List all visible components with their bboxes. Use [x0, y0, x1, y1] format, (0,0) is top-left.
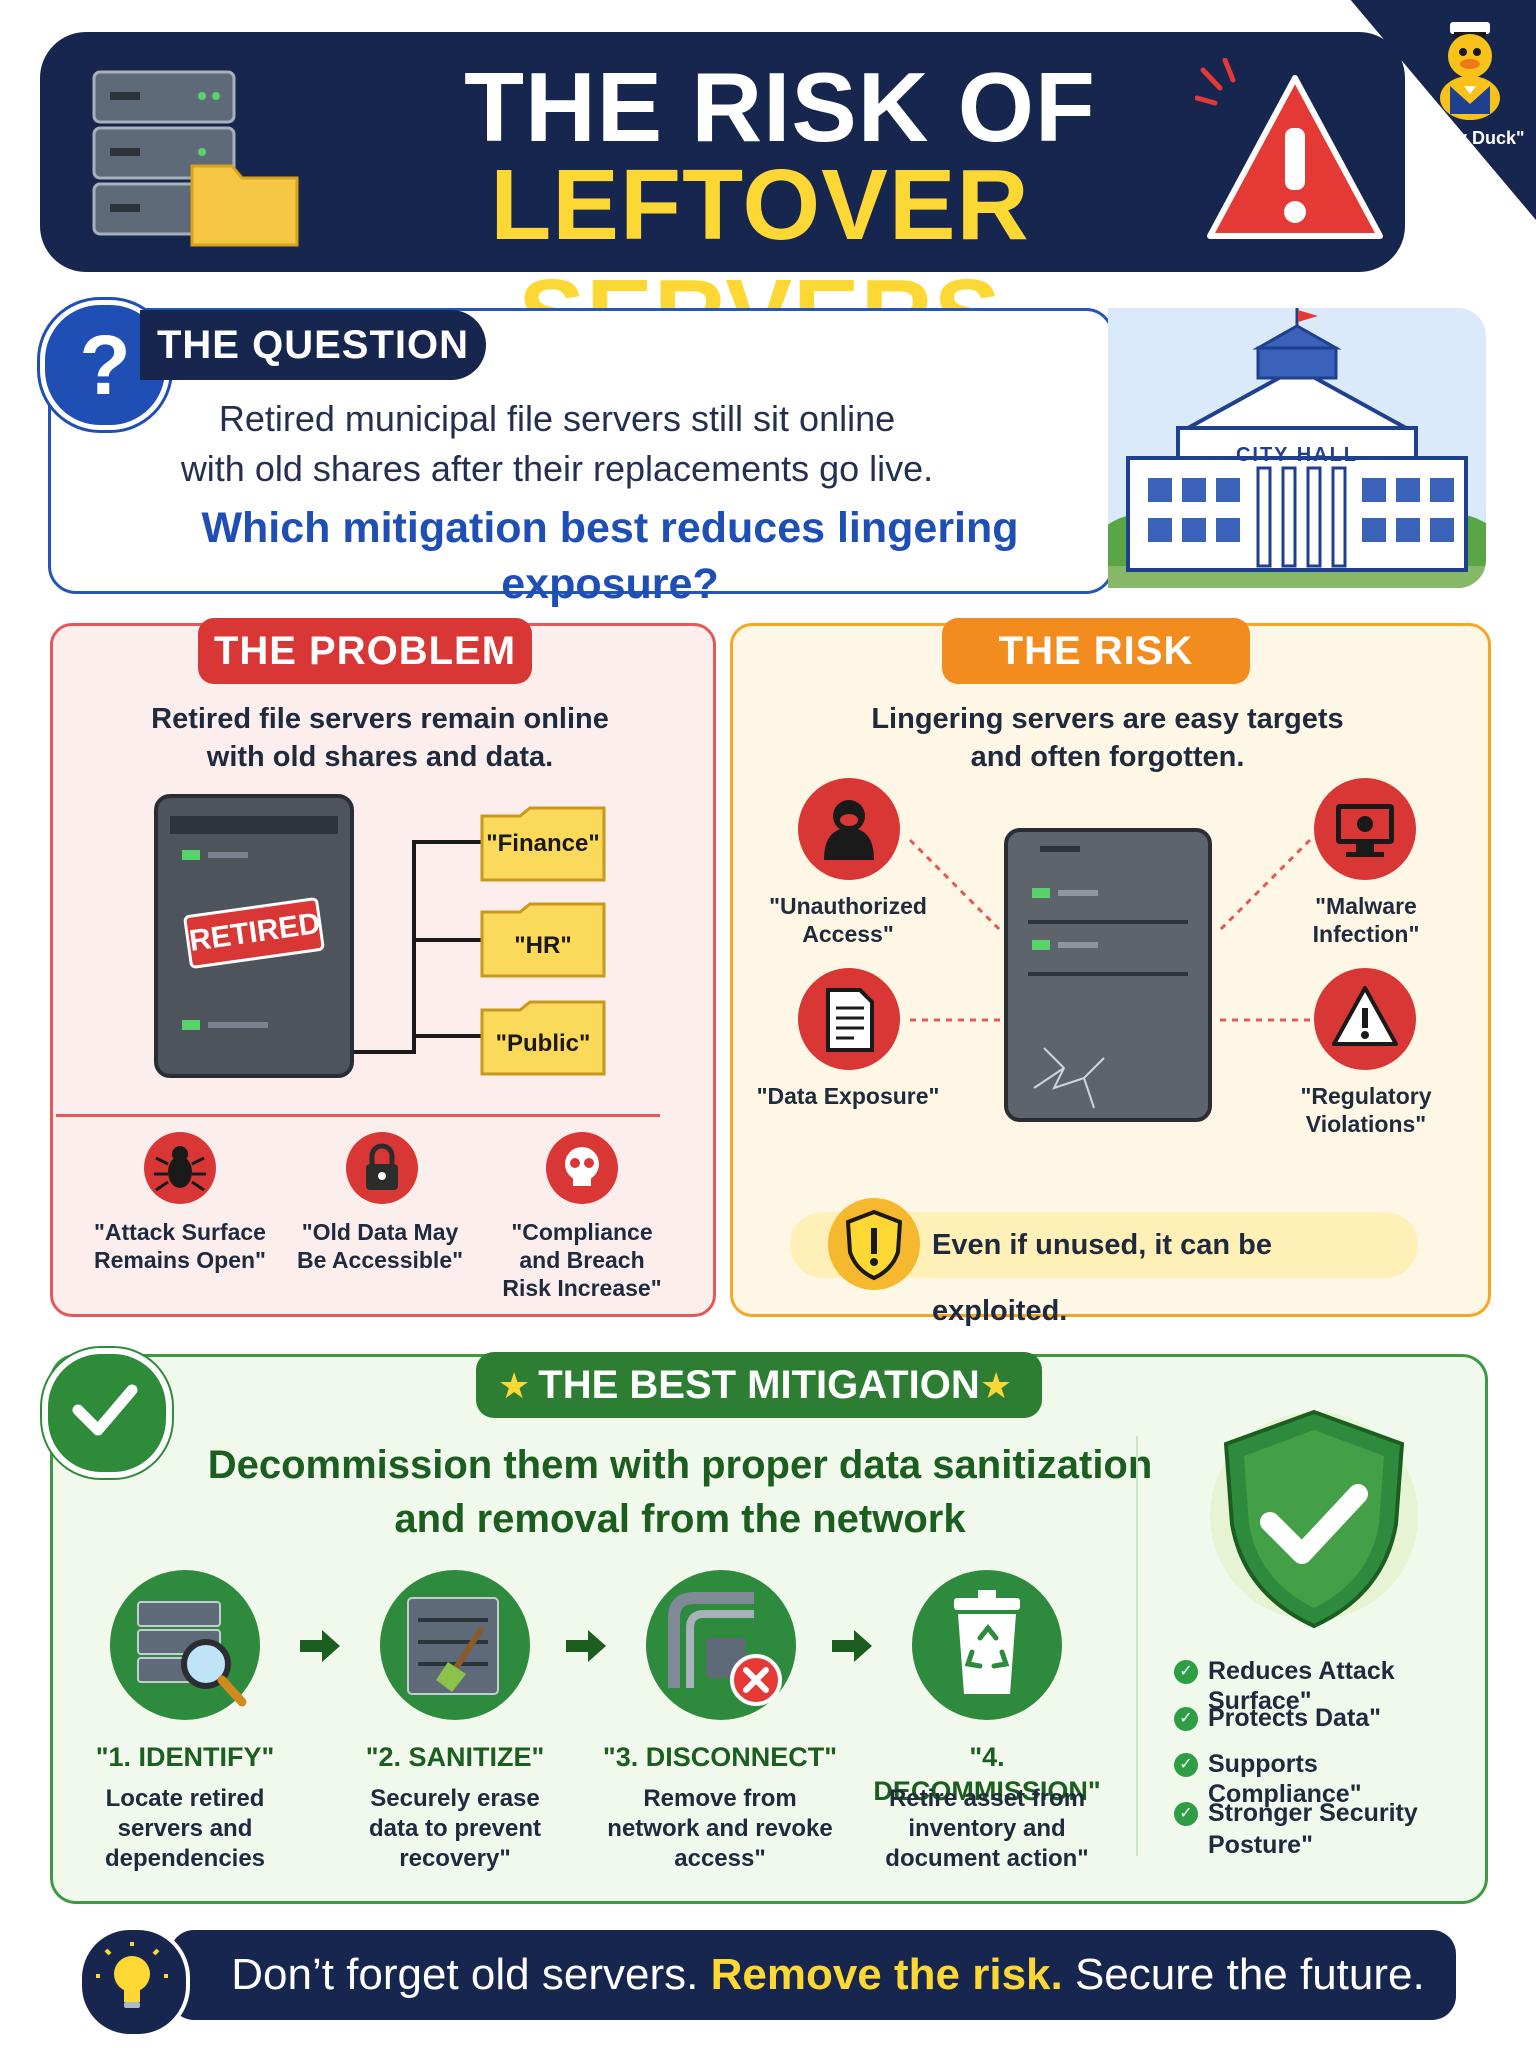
threat-1-line2: Access" [802, 921, 894, 947]
document-icon [796, 966, 902, 1072]
step-3-line3: access" [674, 1845, 766, 1872]
question-line-2: with old shares after their replacements… [180, 448, 934, 489]
warning-icon [1312, 966, 1418, 1072]
question-label-pill [140, 310, 486, 380]
arrow-icon-3 [830, 1628, 874, 1664]
problem-desc-line1: Retired file servers remain online [151, 703, 609, 735]
mascot-label: "Navy Duck" [1415, 128, 1525, 148]
star-icon-right: ★ [980, 1365, 1013, 1406]
mitigation-divider [1136, 1436, 1138, 1856]
step-1-title: "1. IDENTIFY" [95, 1742, 275, 1772]
threat-2-line2: Infection" [1312, 921, 1420, 947]
risk-desc-line2: and often forgotten. [970, 741, 1245, 773]
benefit-2-check-icon: ✓ [1174, 1707, 1198, 1731]
problem-desc-line2: with old shares and data. [206, 741, 554, 773]
lock-icon [344, 1130, 420, 1206]
lightbulb-icon [96, 1942, 168, 2014]
disconnect-icon [644, 1568, 798, 1722]
question-line-1: Retired municipal file servers still sit… [218, 398, 896, 439]
mitigation-label: THE BEST MITIGATION [538, 1363, 980, 1407]
benefit-2-text: Protects Data" [1208, 1704, 1382, 1732]
impact-2-line1: "Old Data May [301, 1219, 459, 1245]
impact-1-line2: Remains Open" [94, 1247, 266, 1273]
hacker-icon [796, 776, 902, 882]
page-title-line1: THE RISK OF [464, 52, 1096, 162]
question-prompt: Which mitigation best reduces lingering … [201, 504, 1019, 608]
threat-1-line1: "Unauthorized [769, 893, 927, 919]
problem-label: THE PROBLEM [198, 618, 532, 684]
threat-4-line1: "Regulatory [1300, 1083, 1432, 1109]
step-4-line1: Retire asset from [888, 1785, 1086, 1812]
share-connector-lines [354, 840, 484, 1080]
question-label: THE QUESTION [156, 323, 470, 367]
warning-text: Even if unused, it can be exploited. [932, 1229, 1273, 1327]
mitigation-headline-line1: Decommission them with proper data sanit… [207, 1443, 1153, 1487]
sanitize-icon [378, 1568, 532, 1722]
footer-part-3: Secure the future. [1062, 1950, 1425, 1999]
footer-part-1: Don’t forget old servers. [231, 1950, 711, 1999]
bug-icon [142, 1130, 218, 1206]
recycle-bin-icon [910, 1568, 1064, 1722]
server-rack-icon [92, 70, 302, 250]
benefit-3-check-icon: ✓ [1174, 1753, 1198, 1777]
step-1-line3: dependencies [104, 1845, 266, 1872]
arrow-icon-1 [298, 1628, 342, 1664]
benefit-1-text: Reduces Attack Surface" [1208, 1657, 1395, 1715]
impact-3-line2: and Breach [519, 1247, 645, 1273]
folder-hr-label: "HR" [514, 932, 572, 959]
folder-public-label: "Public" [495, 1030, 591, 1057]
step-4-line2: inventory and [908, 1815, 1066, 1842]
vulnerable-server-icon [1004, 828, 1212, 1122]
threat-connector-lines [900, 830, 1320, 1030]
impact-2-line2: Be Accessible" [296, 1247, 464, 1273]
identify-icon [108, 1568, 262, 1722]
city-hall-sign: CITY HALL [1235, 444, 1359, 466]
threat-3-line1: "Data Exposure" [756, 1083, 940, 1109]
skull-icon [544, 1130, 620, 1206]
shield-warning-icon [826, 1196, 922, 1292]
star-icon-left: ★ [498, 1365, 531, 1406]
step-2-line2: data to prevent [368, 1815, 542, 1842]
step-4-line3: document action" [885, 1845, 1089, 1872]
benefit-4-line1: Stronger Security [1208, 1799, 1418, 1827]
malware-icon [1312, 776, 1418, 882]
arrow-icon-2 [564, 1628, 608, 1664]
benefit-1-check-icon: ✓ [1174, 1660, 1198, 1684]
mitigation-label-pill [476, 1352, 1042, 1418]
benefit-4-check-icon: ✓ [1174, 1802, 1198, 1826]
benefit-3-text: Supports Compliance" [1208, 1750, 1362, 1808]
mitigation-headline-line2: and removal from the network [394, 1497, 966, 1541]
duck-mascot-icon [1420, 14, 1520, 124]
footer-banner [170, 1930, 1456, 2020]
footer-message: Don’t forget old servers. Remove the ris… [200, 1930, 1456, 2020]
step-2-line1: Securely erase [370, 1785, 540, 1812]
risk-label: THE RISK [942, 618, 1250, 684]
risk-desc-line1: Lingering servers are easy targets [871, 703, 1344, 735]
folder-hr-icon [480, 902, 606, 978]
impact-3-line3: Risk Increase" [502, 1275, 662, 1301]
step-4-title: "4. DECOMMISSION" [873, 1742, 1101, 1806]
city-hall-illustration [1108, 308, 1486, 588]
alert-triangle-icon [1194, 57, 1390, 248]
step-1-line1: Locate retired [105, 1785, 265, 1812]
threat-2-line1: "Malware [1315, 893, 1417, 919]
step-2-line3: recovery" [399, 1845, 511, 1872]
step-1-line2: servers and [117, 1815, 253, 1842]
folder-finance-label: "Finance" [486, 830, 600, 857]
impact-divider [56, 1114, 660, 1117]
impact-3-line1: "Compliance [511, 1219, 653, 1245]
folder-public-icon [480, 1000, 606, 1076]
step-3-title: "3. DISCONNECT" [602, 1742, 838, 1772]
footer-highlight: Remove the risk. [710, 1950, 1063, 1999]
question-mark-icon: ? [79, 318, 131, 412]
step-2-title: "2. SANITIZE" [365, 1742, 545, 1772]
checkmark-icon [70, 1380, 140, 1440]
benefit-4-line2: Posture" [1208, 1831, 1313, 1859]
threat-4-line2: Violations" [1305, 1111, 1427, 1137]
security-shield-icon [1208, 1404, 1420, 1632]
folder-finance-icon [480, 806, 606, 882]
step-3-line2: network and revoke [607, 1815, 833, 1842]
step-3-line1: Remove from [643, 1785, 797, 1812]
impact-1-line1: "Attack Surface [94, 1219, 266, 1245]
